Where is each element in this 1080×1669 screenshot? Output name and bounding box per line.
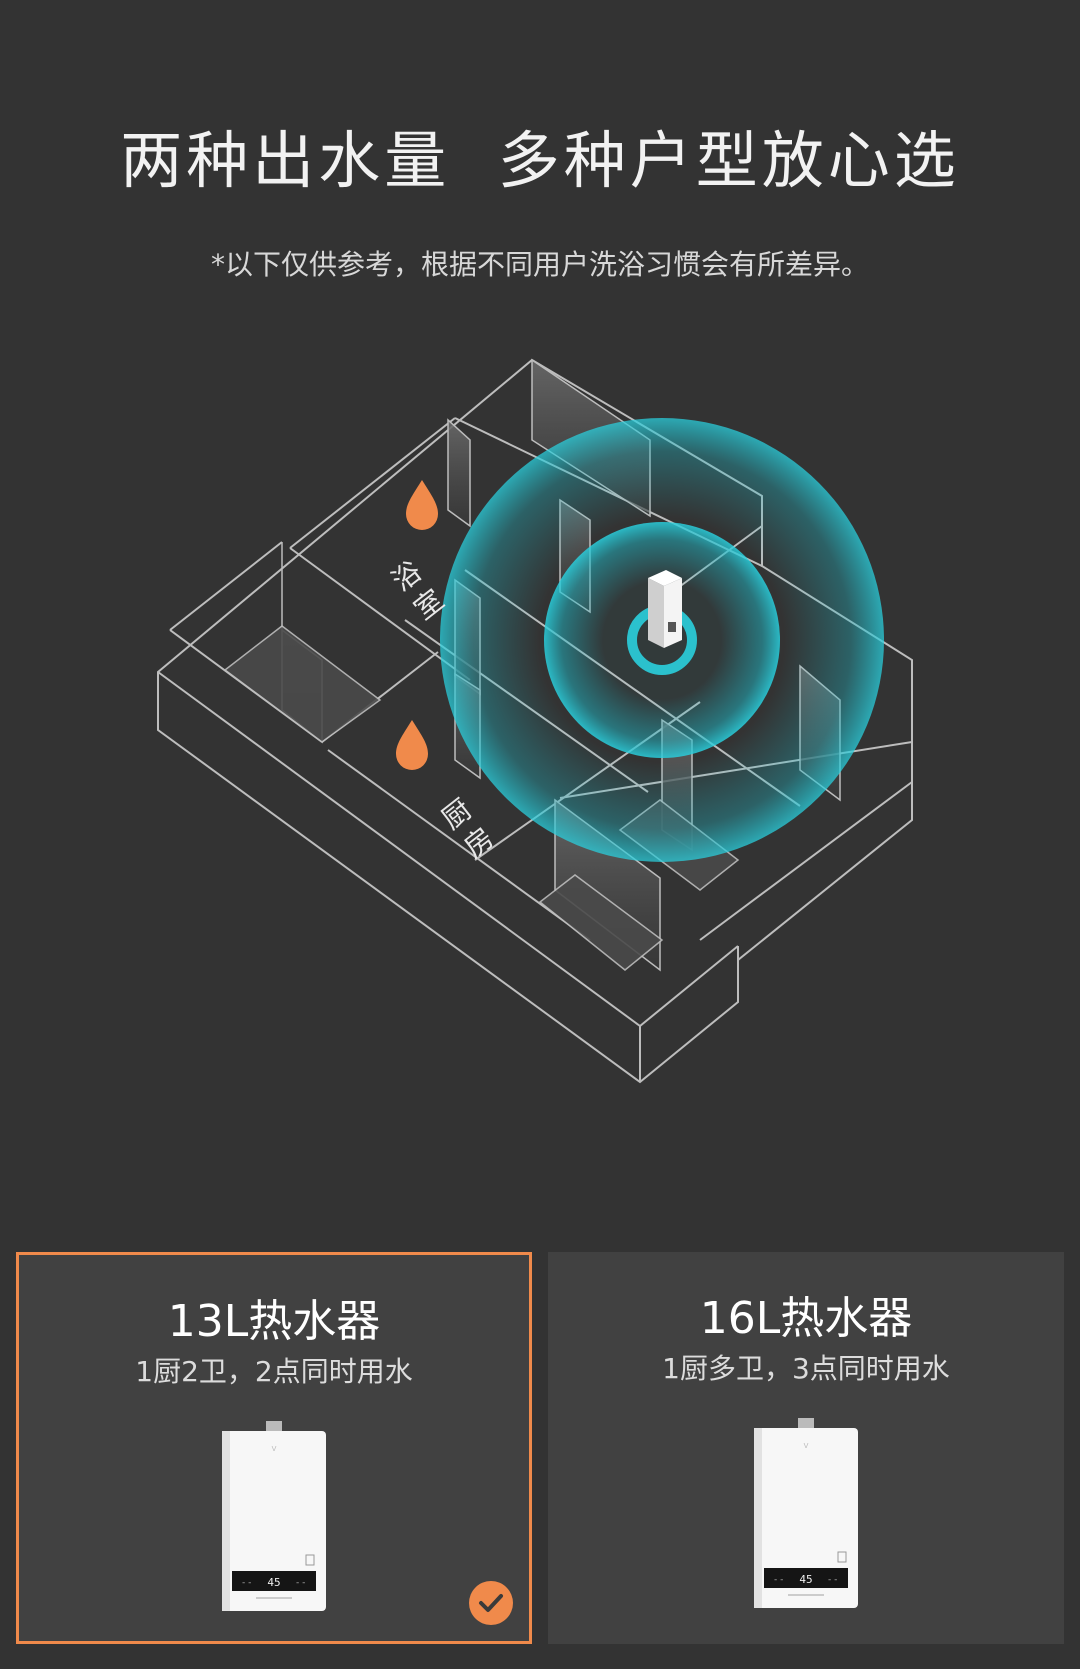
svg-text:- -: - - (774, 1575, 783, 1585)
water-heater-image: V 45 - - - - (222, 1421, 326, 1611)
option-title: 16L热水器 (699, 1293, 913, 1344)
svg-text:- -: - - (828, 1575, 837, 1585)
water-drop-icon (396, 720, 428, 770)
option-title: 13L热水器 (167, 1296, 381, 1347)
disclaimer-text: *以下仅供参考，根据不同用户洗浴习惯会有所差异。 (210, 248, 869, 281)
water-drop-icon (406, 480, 438, 530)
option-subtitle: 1厨2卫，2点同时用水 (135, 1355, 413, 1388)
option-card-16l[interactable]: 16L热水器 1厨多卫，3点同时用水 V 45 - - - - (548, 1252, 1064, 1644)
heater-display-reading: 45 (799, 1573, 812, 1586)
selected-check-icon (469, 1581, 513, 1625)
svg-text:- -: - - (296, 1578, 305, 1588)
mini-heater-icon (648, 570, 682, 648)
svg-text:- -: - - (242, 1578, 251, 1588)
svg-text:V: V (804, 1442, 809, 1450)
floor-plan-svg (157, 358, 913, 1084)
option-subtitle: 1厨多卫，3点同时用水 (662, 1352, 950, 1385)
floor-plan-illustration: 浴室 厨房 (0, 330, 1080, 1210)
option-card-13l[interactable]: 13L热水器 1厨2卫，2点同时用水 V 45 - - - - (16, 1252, 532, 1644)
page-title: 两种出水量 多种户型放心选 (120, 124, 960, 197)
heater-display-reading: 45 (267, 1576, 280, 1589)
water-heater-image: V 45 - - - - (754, 1418, 858, 1608)
svg-text:V: V (272, 1445, 277, 1453)
